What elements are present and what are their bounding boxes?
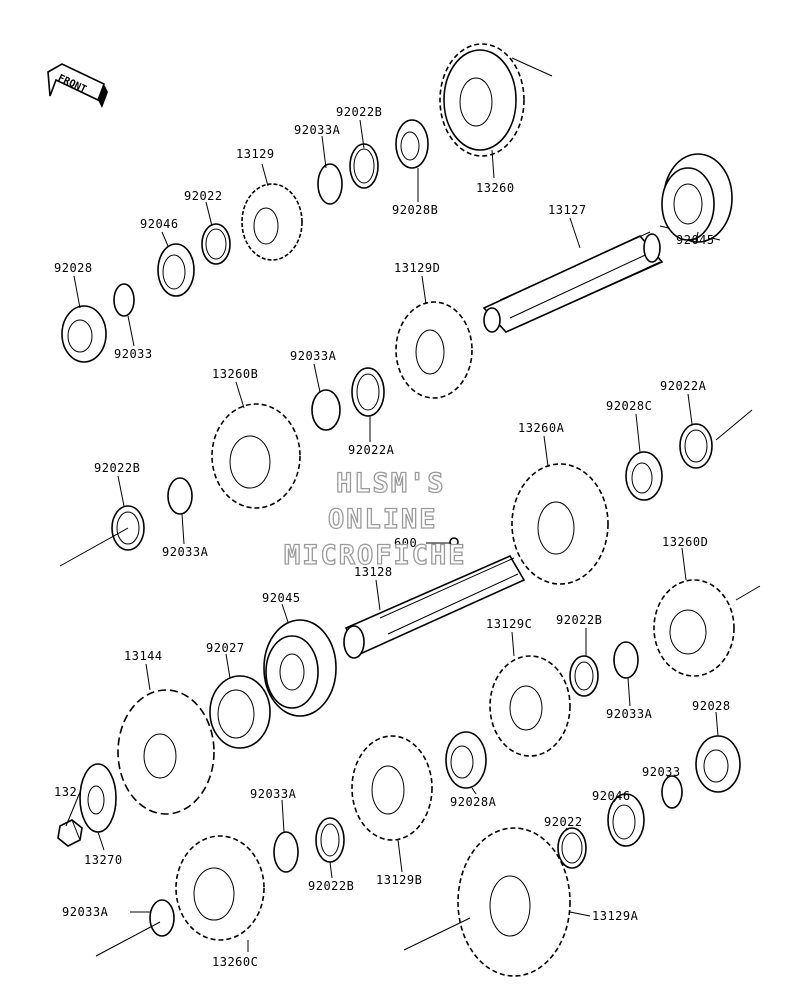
bolt-132 [57,819,83,847]
part-label-13260d: 13260D [662,535,708,549]
front-arrow-icon: FRONT [47,63,108,108]
part-label-600: 600 [394,536,417,550]
collar-92028C [625,451,663,501]
circlip-92033A-mid [311,389,341,431]
washer-92022B-bottom [315,817,345,863]
part-label-13129d: 13129D [394,261,440,275]
axis-line [403,917,471,951]
part-label-92022b: 92022B [556,613,602,627]
washer-92022-upper [201,223,231,265]
part-label-92028c: 92028C [606,399,652,413]
part-label-92045: 92045 [676,233,715,247]
collar-92028B [395,119,429,169]
part-label-13129c: 13129C [486,617,532,631]
part-label-92046: 92046 [140,217,179,231]
part-label-92022b: 92022B [336,105,382,119]
part-label-92022: 92022 [544,815,583,829]
needle-bearing-92046-upper [157,243,195,297]
part-label-92027: 92027 [206,641,245,655]
part-label-13260c: 13260C [212,955,258,969]
leader-lines [65,119,719,952]
part-labels: 13260 92022B 92033A 13129 92028B 92022 9… [54,105,731,969]
washer-92022A-right [679,423,713,469]
part-label-92033a: 92033A [162,545,209,559]
collar-92028-lower [695,735,741,793]
bushing-92027 [209,675,271,749]
circlip-92033A-left [167,477,193,515]
washer-92022-lower [557,827,587,869]
axis-line [735,585,761,601]
part-label-92033a: 92033A [290,349,337,363]
axis-line [95,921,161,957]
gear-13260 [439,43,525,157]
part-label-13129: 13129 [236,147,275,161]
part-label-92045: 92045 [262,591,301,605]
part-label-13260a: 13260A [518,421,565,435]
part-label-92033: 92033 [642,765,681,779]
part-label-13128: 13128 [354,565,393,579]
part-label-92033: 92033 [114,347,153,361]
circlip-92033A-right [613,641,639,679]
bearing-92045-lower [263,619,337,717]
part-label-92033a: 92033A [62,905,109,919]
part-label-92028a: 92028A [450,795,497,809]
gear-13260A [511,463,609,585]
part-label-92028b: 92028B [392,203,438,217]
part-label-13144: 13144 [124,649,163,663]
gear-13129 [241,183,303,261]
gear-13260D [653,579,735,677]
gear-13260C [175,835,265,941]
circlip-92033A-bottom [273,831,299,873]
part-label-92033a: 92033A [294,123,341,137]
bearing-92045-upper [661,153,733,243]
part-label-92046: 92046 [592,789,631,803]
lock-plate-13270 [79,763,117,833]
part-label-132: 132 [54,785,77,799]
part-label-92028: 92028 [54,261,93,275]
part-label-92022b: 92022B [94,461,140,475]
watermark: HLSM'S ONLINE MICROFICHE [283,467,467,571]
part-label-92022a: 92022A [348,443,395,457]
circlip-92033-lower [661,775,683,809]
gear-13260B [211,403,301,509]
gear-13129B [351,735,433,841]
sprocket-13144 [117,689,215,815]
needle-bearing-92046-lower [607,793,645,847]
axis-line [511,57,553,77]
watermark-line-1: HLSM'S [336,468,446,499]
washer-92022B-lower [569,655,599,697]
part-label-13260: 13260 [476,181,515,195]
part-label-13127: 13127 [548,203,587,217]
part-label-92033a: 92033A [606,707,653,721]
collar-92028A [445,731,487,789]
gear-13129A [457,827,571,977]
part-label-92022b: 92022B [308,879,354,893]
watermark-line-2: ONLINE [328,504,438,535]
watermark-line-3: MICROFICHE [284,540,467,571]
input-shaft-13128 [343,537,526,659]
part-label-13129b: 13129B [376,873,422,887]
washer-92022A-mid [351,367,385,417]
gear-13129D [395,301,473,399]
washer-92022B-upper [349,143,379,189]
gear-13129C [489,655,571,757]
output-shaft-13127 [482,225,721,333]
part-label-92022a: 92022A [660,379,707,393]
part-label-92033a: 92033A [250,787,297,801]
axis-line [715,409,753,441]
part-label-13260b: 13260B [212,367,258,381]
circlip-92033-upper [113,283,135,317]
axis-line [59,527,129,567]
collar-92028-upper [61,305,107,363]
part-label-92022: 92022 [184,189,223,203]
part-label-13270: 13270 [84,853,123,867]
circlip-92033A-bottom-left [149,899,175,937]
part-label-13129a: 13129A [592,909,639,923]
circlip-92033A-upper [317,163,343,205]
part-label-92028: 92028 [692,699,731,713]
